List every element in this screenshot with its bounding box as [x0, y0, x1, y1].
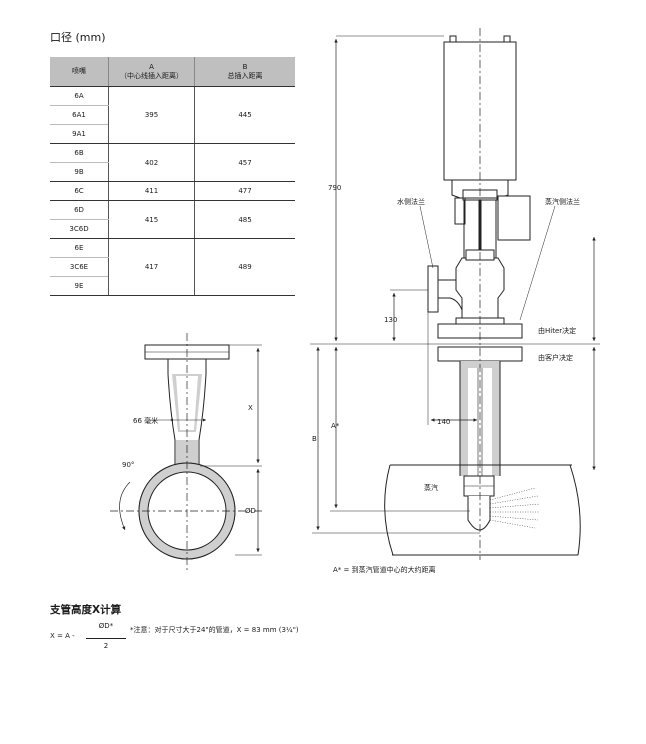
b-label: B	[312, 435, 317, 443]
page-title: 口径 (mm)	[50, 31, 106, 44]
spray-pattern	[489, 487, 541, 529]
a-star-label: A*	[331, 422, 340, 430]
nozzle-cell: 6A	[50, 86, 109, 106]
b-cell: 485	[194, 200, 295, 239]
b-cell: 477	[194, 181, 295, 201]
nozzle-pipe-detail	[110, 333, 262, 570]
footnote: A* = 到蒸汽管道中心的大约距离	[333, 565, 436, 574]
header-nozzle: 喷嘴	[50, 57, 109, 87]
technical-drawing: X ØD 66 毫米 90°	[110, 28, 600, 574]
b-cell: 445	[194, 86, 295, 144]
header-b: B 总插入距离	[194, 57, 295, 87]
a-cell: 395	[108, 86, 195, 144]
formula-denominator: 2	[103, 642, 109, 650]
note: *注意：对于尺寸大于24"的管道，X = 83 mm (3¼")	[130, 626, 299, 634]
steam-label: 蒸汽	[424, 483, 438, 492]
nozzle-cell: 3C6D	[50, 219, 109, 239]
nozzle-cell: 6E	[50, 238, 109, 258]
od-label: ØD	[245, 507, 256, 515]
dim-790-label: 790	[328, 184, 341, 192]
nozzle-cell: 9B	[50, 162, 109, 182]
b-cell: 489	[194, 238, 295, 296]
water-flange	[427, 265, 439, 313]
b-cell: 457	[194, 143, 295, 182]
nozzle-cell: 6D	[50, 200, 109, 220]
steam-flange-label: 蒸汽侧法兰	[545, 197, 580, 206]
fraction-bar	[86, 638, 126, 639]
a-cell: 415	[108, 200, 195, 239]
assembly-drawing	[310, 28, 600, 560]
customer-label: 由客户决定	[538, 353, 573, 362]
nozzle-cell: 6B	[50, 143, 109, 163]
formula-numerator: ØD*	[98, 622, 114, 630]
nozzle-cell: 3C6E	[50, 257, 109, 277]
nozzle-cell: 9A1	[50, 124, 109, 144]
angle-label: 90°	[122, 461, 134, 469]
water-flange-label: 水侧法兰	[397, 197, 425, 206]
nozzle-cell: 9E	[50, 276, 109, 296]
a-cell: 417	[108, 238, 195, 296]
nozzle-cell: 6C	[50, 181, 109, 201]
positioner-box	[497, 195, 531, 241]
a-cell: 402	[108, 143, 195, 182]
x-label: X	[248, 404, 253, 412]
a-cell: 411	[108, 181, 195, 201]
nozzle-cell: 6A1	[50, 105, 109, 125]
dim-140-label: 140	[437, 418, 450, 426]
header-nozzle-label: 喷嘴	[72, 67, 86, 75]
section-title: 支管高度X计算	[50, 604, 122, 616]
hiter-label: 由Hiter决定	[538, 326, 576, 335]
mm66-label: 66 毫米	[133, 416, 158, 425]
header-a: A （中心线插入距离）	[108, 57, 195, 87]
dim-130-label: 130	[384, 316, 397, 324]
formula-lhs: X = A -	[50, 632, 75, 640]
dimensions-table: 喷嘴 A （中心线插入距离） B 总插入距离 6A 395 445 6A1 9A…	[50, 57, 295, 296]
